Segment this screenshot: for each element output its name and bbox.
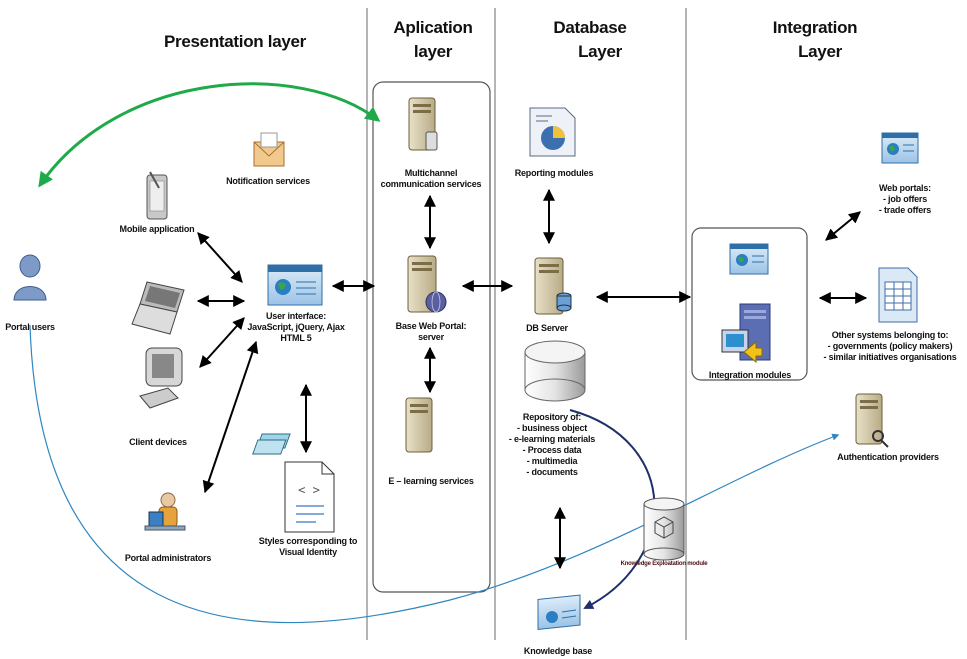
spreadsheet-icon: [878, 267, 918, 323]
integration-layer-heading-2: Layer: [798, 42, 842, 61]
connection-arrows: [196, 188, 868, 570]
knowledge-base-label: Knowledge base: [523, 646, 593, 656]
desktop-icon: [139, 347, 183, 409]
elearning-server-icon: [252, 397, 433, 455]
administrator-icon: [144, 492, 186, 531]
other-systems-label: Other systems belonging to: - government…: [823, 330, 957, 362]
integration-window-icon: [729, 243, 769, 275]
db-server-icon: [534, 257, 572, 315]
repository-database-icon: [524, 340, 586, 402]
application-container: [372, 81, 491, 593]
user-interface-label: User interface: JavaScript, jQuery, Ajax…: [247, 311, 345, 343]
browser-window-icon: [267, 264, 323, 306]
db-server-label: DB Server: [526, 323, 568, 333]
base-portal-label: Base Web Portal: server: [395, 321, 467, 342]
auth-server-icon: [855, 393, 889, 448]
knowledge-base-icon: [537, 594, 581, 631]
report-document-icon: [529, 107, 576, 157]
integration-layer-heading-1: Integration: [772, 18, 858, 37]
knowledge-module-label: Knowledge Exploatation module: [620, 561, 708, 567]
user-icon: [13, 254, 47, 301]
svg-text:< >: < >: [298, 483, 320, 497]
laptop-icon: [131, 281, 185, 335]
reporting-label: Reporting modules: [514, 168, 594, 178]
code-document-icon: < >: [284, 461, 335, 533]
knowledge-module-icon: [643, 497, 685, 561]
integration-modules-label: Integration modules: [708, 370, 792, 380]
portal-admins-label: Portal administrators: [124, 553, 212, 563]
multichannel-label: Multichannel communication services: [380, 168, 482, 189]
mobile-app-label: Mobile application: [119, 224, 195, 234]
auth-providers-label: Authentication providers: [837, 452, 939, 462]
auth-link-curve: [29, 324, 840, 624]
web-portal-server-icon: [407, 255, 447, 313]
web-portal-window-icon: [881, 132, 919, 164]
mobile-phone-icon: [146, 171, 168, 220]
multichannel-server-icon: [408, 97, 438, 151]
integration-computer-icon: [721, 303, 771, 364]
green-link-arrow: [38, 82, 381, 188]
client-devices-label: Client devices: [129, 437, 187, 447]
application-layer-heading-2: layer: [413, 42, 453, 61]
application-layer-heading-1: Aplication: [393, 18, 473, 37]
presentation-layer-heading: Presentation layer: [164, 32, 306, 51]
styles-label: Styles corresponding to Visual Identity: [258, 536, 358, 557]
notification-label: Notification services: [226, 176, 310, 186]
database-layer-heading-2: Layer: [578, 42, 622, 61]
integration-container: [691, 227, 808, 381]
elearning-label: E – learning services: [388, 476, 474, 486]
database-layer-heading-1: Database: [553, 18, 627, 37]
portal-users-label: Portal users: [5, 322, 55, 332]
web-portals-label: Web portals: - job offers - trade offers: [878, 183, 932, 215]
repository-label: Repository of: - business object - e-lea…: [508, 412, 596, 477]
notification-envelope-icon: [253, 132, 285, 167]
